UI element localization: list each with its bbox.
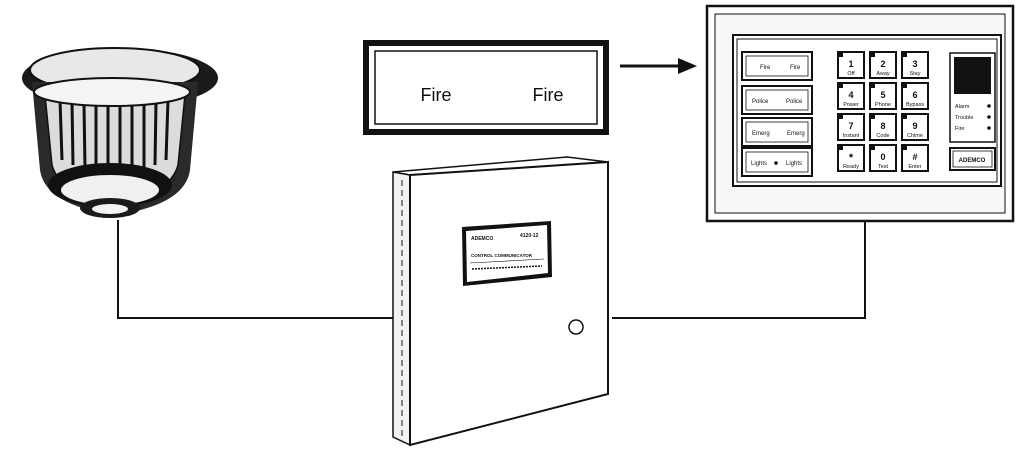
panel-fire-label-left: Fire bbox=[421, 85, 452, 105]
status-trouble-label: Trouble bbox=[955, 115, 973, 121]
key-star[interactable]: * Ready bbox=[837, 144, 865, 172]
status-alarm-led bbox=[987, 104, 991, 108]
status-fire-label: Fire bbox=[955, 126, 964, 132]
keypad-keys: 1 Off 2 Away 3 Stay 4 Power bbox=[837, 51, 929, 172]
wiring bbox=[117, 220, 866, 319]
svg-text:Test: Test bbox=[878, 164, 889, 170]
svg-text:Phone: Phone bbox=[875, 102, 891, 108]
svg-text:Fire: Fire bbox=[790, 65, 801, 71]
zone-button[interactable]: Police Police bbox=[741, 85, 813, 115]
key-9[interactable]: 9 Chime bbox=[901, 113, 929, 141]
key-0[interactable]: 0 Test bbox=[869, 144, 897, 172]
svg-text:Police: Police bbox=[752, 99, 769, 105]
svg-text:2: 2 bbox=[880, 59, 885, 69]
svg-text:Off: Off bbox=[847, 71, 855, 77]
keypad: Fire Fire Police Police Emerg Emerg Ligh… bbox=[705, 4, 1015, 223]
svg-text:1: 1 bbox=[848, 59, 853, 69]
svg-text:Instant: Instant bbox=[843, 133, 860, 139]
key-6[interactable]: 6 Bypass bbox=[901, 82, 929, 110]
svg-text:8: 8 bbox=[880, 121, 885, 131]
status-alarm-label: Alarm bbox=[955, 104, 970, 110]
control-communicator-box: ADEMCO 4120-12 CONTROL COMMUNICATOR bbox=[392, 156, 609, 447]
key-hash[interactable]: # Enter bbox=[901, 144, 929, 172]
svg-text:Stay: Stay bbox=[909, 71, 920, 77]
zone-button[interactable]: Lights Lights bbox=[741, 147, 813, 177]
key-7[interactable]: 7 Instant bbox=[837, 113, 865, 141]
svg-text:6: 6 bbox=[912, 90, 917, 100]
svg-text:5: 5 bbox=[880, 90, 885, 100]
key-5[interactable]: 5 Phone bbox=[869, 82, 897, 110]
svg-text:Emerg: Emerg bbox=[752, 131, 770, 137]
svg-text:Chime: Chime bbox=[907, 133, 923, 139]
svg-text:*: * bbox=[849, 152, 854, 164]
svg-text:Bypass: Bypass bbox=[906, 102, 924, 108]
svg-text:Away: Away bbox=[876, 71, 890, 77]
status-trouble-led bbox=[987, 115, 991, 119]
box-title: CONTROL COMMUNICATOR bbox=[471, 253, 533, 258]
box-brand: ADEMCO bbox=[471, 236, 493, 242]
keypad-brand-logo: ADEMCO bbox=[949, 147, 996, 171]
svg-text:Police: Police bbox=[786, 99, 803, 105]
key-3[interactable]: 3 Stay bbox=[901, 51, 929, 79]
svg-text:Lights: Lights bbox=[751, 161, 767, 167]
fire-display-panel: Fire Fire bbox=[363, 40, 609, 135]
svg-text:7: 7 bbox=[848, 121, 853, 131]
svg-text:Lights: Lights bbox=[786, 161, 802, 167]
smoke-detector bbox=[22, 47, 218, 218]
svg-text:Power: Power bbox=[843, 102, 859, 108]
svg-text:Code: Code bbox=[876, 133, 889, 139]
zone-button[interactable]: Emerg Emerg bbox=[741, 117, 813, 147]
wire-keypad-to-box bbox=[612, 221, 866, 319]
svg-text:ADEMCO: ADEMCO bbox=[959, 158, 986, 164]
svg-text:0: 0 bbox=[880, 152, 885, 162]
key-2[interactable]: 2 Away bbox=[869, 51, 897, 79]
key-1[interactable]: 1 Off bbox=[837, 51, 865, 79]
svg-text:Emerg: Emerg bbox=[787, 131, 805, 137]
key-4[interactable]: 4 Power bbox=[837, 82, 865, 110]
svg-text:9: 9 bbox=[912, 121, 917, 131]
svg-text:3: 3 bbox=[912, 59, 917, 69]
svg-text:Enter: Enter bbox=[908, 164, 921, 170]
arrow-to-keypad bbox=[620, 58, 697, 74]
wire-detector-to-box bbox=[117, 220, 393, 319]
panel-fire-label-right: Fire bbox=[533, 85, 564, 105]
svg-text:4: 4 bbox=[848, 90, 853, 100]
svg-text:#: # bbox=[912, 152, 917, 162]
svg-text:Fire: Fire bbox=[760, 65, 771, 71]
status-fire-led bbox=[987, 126, 991, 130]
keypad-display-area: Alarm Trouble Fire bbox=[949, 52, 996, 143]
svg-text:Ready: Ready bbox=[843, 164, 859, 170]
door-lock-icon[interactable] bbox=[568, 319, 584, 335]
zone-button[interactable]: Fire Fire bbox=[741, 51, 813, 81]
key-8[interactable]: 8 Code bbox=[869, 113, 897, 141]
keypad-lcd-display bbox=[954, 57, 991, 94]
box-model: 4120-12 bbox=[520, 233, 539, 239]
